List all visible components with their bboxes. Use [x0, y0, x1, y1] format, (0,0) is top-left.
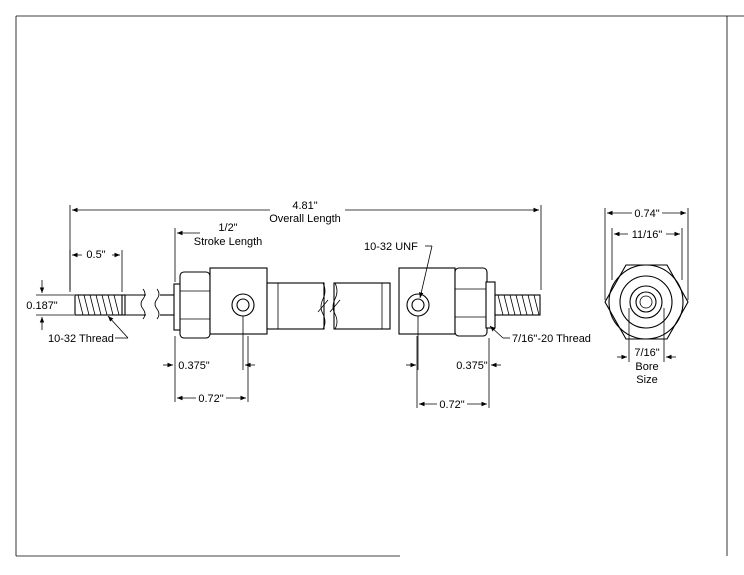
right-port-block: [398, 267, 456, 335]
right-block-length-dimension: 0.72": [416, 336, 487, 411]
rod-thread-label: 10-32 Thread: [48, 333, 114, 345]
right-threaded-stud: [494, 294, 541, 316]
port-thread-label: 10-32 UNF: [364, 241, 418, 253]
right-port-offset-dimension: 0.375": [406, 316, 501, 408]
cylinder-tube: [266, 282, 391, 330]
left-block-length-dimension: 0.72": [177, 336, 249, 405]
overall-length-label: Overall Length: [269, 213, 341, 225]
stroke-length-label: Stroke Length: [194, 236, 263, 248]
bore-size-label-bore: Bore: [635, 361, 658, 373]
left-port-block: [209, 267, 268, 335]
end-flats-value: 11/16": [632, 229, 663, 241]
end-width-dimension: 0.74": [604, 206, 689, 300]
end-width-value: 0.74": [634, 208, 659, 220]
port-thread-callout: 10-32 UNF: [364, 241, 433, 299]
cylinder-side-view: [74, 267, 541, 339]
right-port-offset-value: 0.375": [456, 360, 488, 372]
bore-size-label-size: Size: [636, 374, 657, 386]
left-threaded-rod: [74, 288, 176, 320]
rod-diameter-dimension: 0.187": [22, 280, 74, 330]
thread-length-dimension: 0.5": [69, 246, 123, 292]
end-flats-dimension: 11/16": [611, 227, 683, 280]
right-block-length-value: 0.72": [439, 399, 464, 411]
bore-size-dimension: 7/16" Bore Size: [617, 308, 676, 386]
stroke-length-value: 1/2": [218, 222, 237, 234]
mount-thread-label: 7/16"-20 Thread: [512, 333, 591, 345]
stroke-length-dimension: 1/2" Stroke Length: [174, 222, 263, 282]
rod-thread-callout: 10-32 Thread: [48, 315, 129, 345]
overall-length-value: 4.81": [292, 200, 317, 212]
rod-diameter-value: 0.187": [26, 300, 58, 312]
left-block-length-value: 0.72": [198, 393, 223, 405]
thread-length-value: 0.5": [86, 249, 105, 261]
right-mounting-nut: [454, 267, 496, 337]
left-port-offset-dimension: 0.375": [163, 316, 255, 402]
left-mounting-nut: [173, 271, 211, 339]
mount-thread-callout: 7/16"-20 Thread: [489, 325, 591, 345]
cylinder-end-view: [604, 264, 689, 340]
left-port-offset-value: 0.375": [178, 360, 210, 372]
bore-size-value: 7/16": [634, 347, 659, 359]
sheet-border: [15, 15, 744, 557]
